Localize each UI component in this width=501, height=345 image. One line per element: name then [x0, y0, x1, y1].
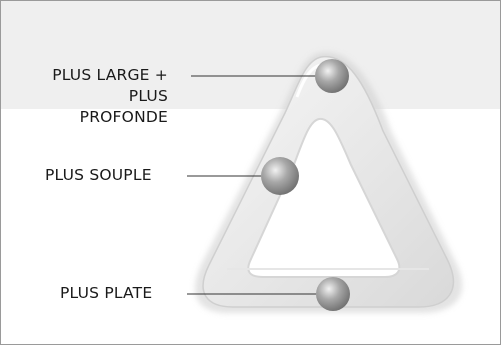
marker-wider-deeper	[315, 59, 349, 93]
callout-wider-deeper-line-1: PLUS LARGE +	[52, 65, 168, 86]
callout-flatter: PLUS PLATE	[60, 284, 152, 302]
callout-wider-deeper: PLUS LARGE + PLUS PROFONDE	[52, 65, 168, 128]
callout-wider-deeper-line-2: PLUS	[52, 86, 168, 107]
callout-softer-line-1: PLUS SOUPLE	[45, 166, 152, 184]
marker-flatter	[316, 277, 350, 311]
callout-softer: PLUS SOUPLE	[45, 166, 152, 184]
callout-flatter-line-1: PLUS PLATE	[60, 284, 152, 302]
marker-softer	[261, 157, 299, 195]
callout-wider-deeper-line-3: PROFONDE	[52, 107, 168, 128]
